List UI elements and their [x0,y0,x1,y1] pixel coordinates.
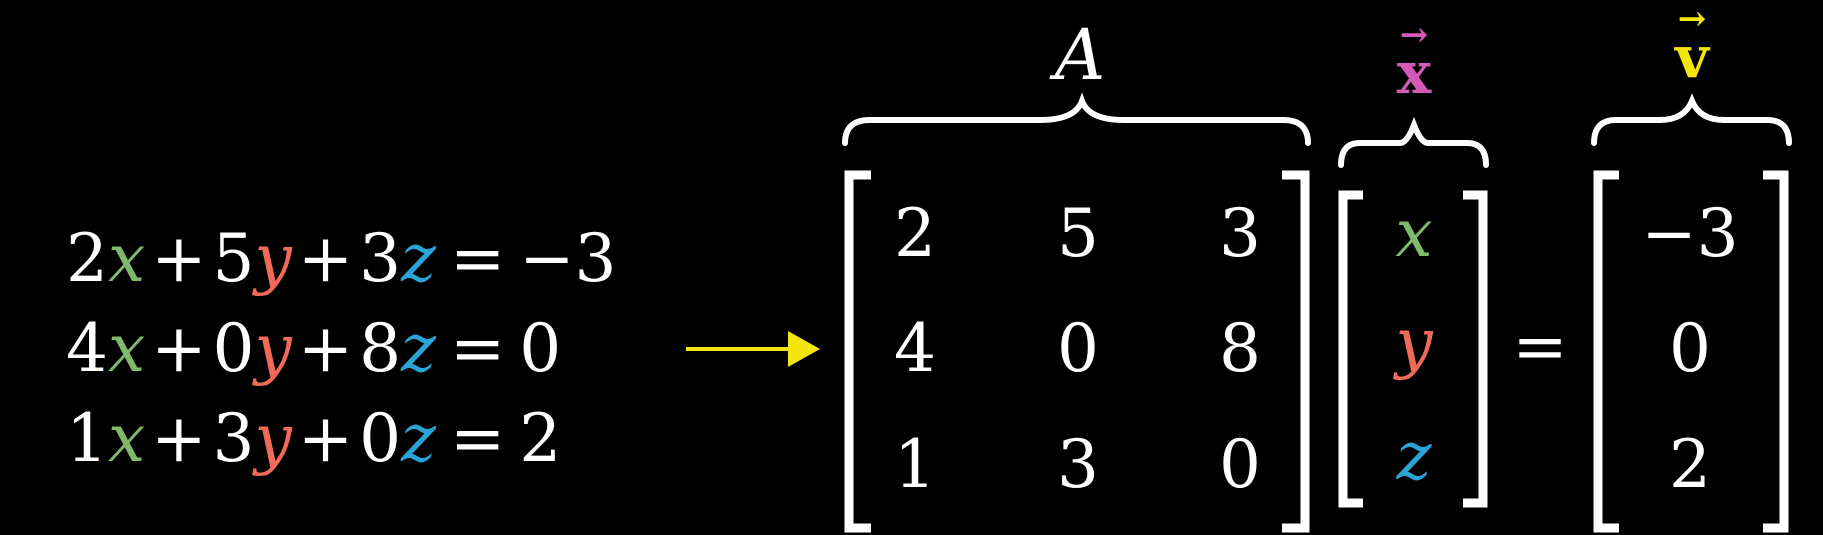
variable-z: z [401,310,436,387]
vector-v-label: v [1675,23,1709,91]
matrix-a-left-bracket [844,170,871,533]
matrix-a-cell: 0 [1057,310,1099,387]
vector-v-right-bracket [1763,170,1789,533]
transform-arrow [686,331,820,367]
variable-z: z [401,220,436,297]
vector-x-entry-x: x [1395,195,1433,272]
matrix-a-cell: 3 [1219,195,1261,272]
plus-sign: + [297,220,354,297]
coefficient: 0 [359,400,402,477]
variable-x: x [108,220,146,297]
coefficient: 3 [359,220,402,297]
coefficient: 2 [66,220,108,297]
equals-sign: = [449,220,506,297]
variable-y: y [254,400,292,477]
coefficient: 3 [212,400,255,477]
matrix-a-cell: 3 [1057,426,1099,503]
matrix-a-cell: 5 [1057,195,1099,272]
vector-v-arrow-icon: → [1677,0,1707,39]
right-hand-side: 0 [519,310,562,387]
brace-matrix-a [842,92,1311,146]
plus-sign: + [151,220,207,297]
equation-row-2: 4 x + 0 y + 8 z = 0 [66,316,561,382]
variable-z: z [401,400,436,477]
equals-sign: = [449,310,506,387]
brace-vector-v [1591,93,1792,146]
vector-x-right-bracket [1463,190,1488,508]
plus-sign: + [151,310,207,387]
coefficient: 8 [359,310,402,387]
variable-y: y [254,220,292,297]
plus-sign: + [297,310,354,387]
right-hand-side: −3 [519,220,617,297]
coefficient: 1 [66,400,108,477]
equation-row-1: 2 x + 5 y + 3 z = −3 [66,226,617,292]
vector-x-left-bracket [1338,190,1363,508]
matrix-a-cell: 0 [1219,426,1261,503]
coefficient: 5 [212,220,255,297]
vector-v-entry: 0 [1669,310,1711,387]
matrix-a-cell: 2 [894,195,936,272]
vector-x-entry-y: y [1395,304,1433,381]
matrix-a-cell: 1 [894,426,936,503]
variable-x: x [108,310,146,387]
plus-sign: + [297,400,354,477]
coefficient: 0 [212,310,255,387]
matrix-a-right-bracket [1282,170,1310,533]
vector-x-entry-z: z [1396,418,1432,495]
matrix-a-label: A [1054,14,1106,96]
matrix-a-cell: 8 [1219,310,1261,387]
vector-x-arrow-icon: → [1399,15,1429,55]
brace-vector-x [1338,116,1489,168]
variable-y: y [254,310,292,387]
vector-v-left-bracket [1593,170,1619,533]
equals-sign: = [449,400,506,477]
vector-v-entry: −3 [1641,195,1739,272]
right-hand-side: 2 [519,400,562,477]
vector-x-label: x [1396,39,1432,107]
matrix-a-cell: 4 [894,310,936,387]
plus-sign: + [151,400,207,477]
coefficient: 4 [66,310,108,387]
equation-row-3: 1 x + 3 y + 0 z = 2 [66,406,561,472]
vector-v-entry: 2 [1669,426,1711,503]
variable-x: x [108,400,146,477]
equals-sign: = [1512,308,1568,385]
